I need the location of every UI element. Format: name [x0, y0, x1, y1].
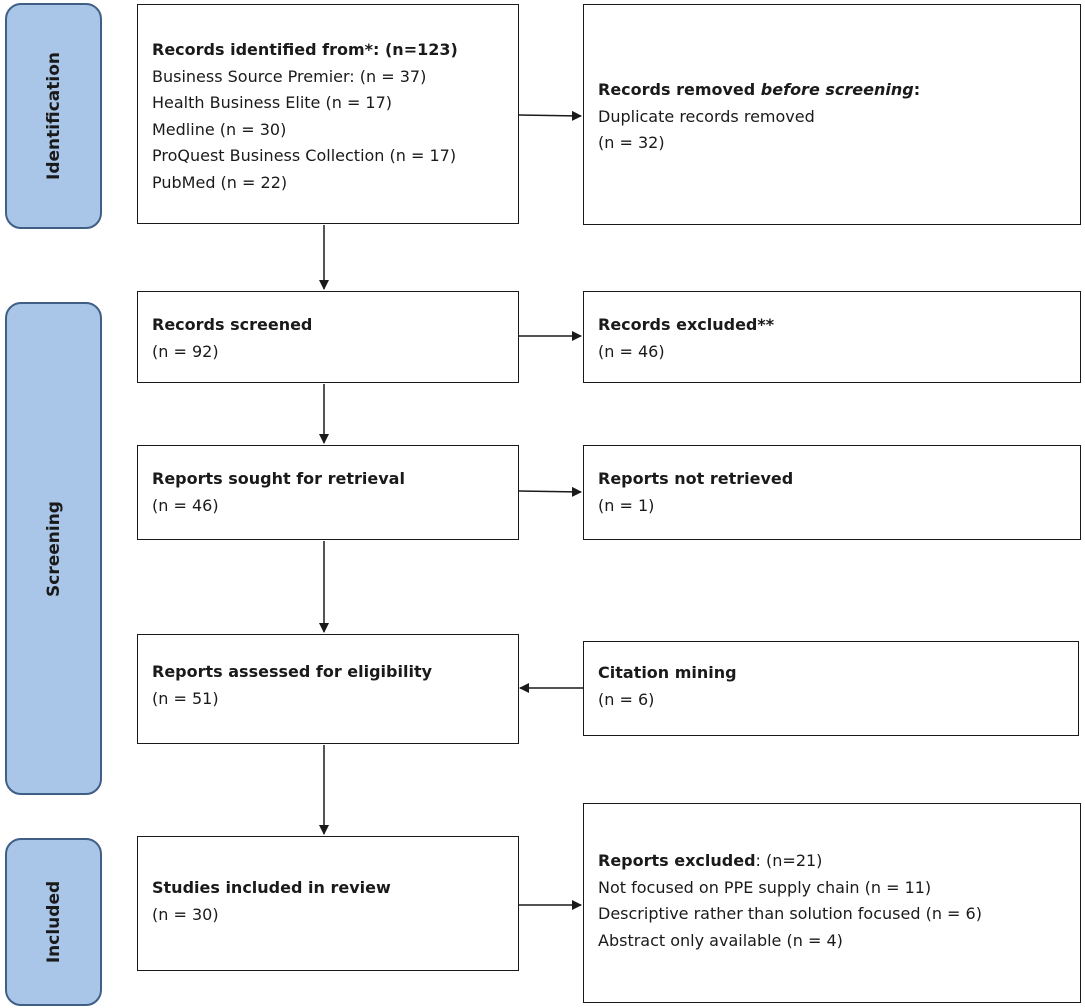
reports-assessed-count: (n = 51)	[152, 688, 219, 708]
source-item: PubMed (n = 22)	[152, 172, 288, 192]
phase-identification: Identification	[5, 3, 102, 229]
records-removed-count: (n = 32)	[598, 133, 665, 152]
records-excluded-title: Records excluded**	[598, 315, 775, 334]
records-screened-count: (n = 92)	[152, 341, 219, 361]
records-screened-box: Records screened (n = 92)	[137, 291, 519, 383]
source-item: Health Business Elite (n = 17)	[152, 93, 393, 112]
reports-sought-box: Reports sought for retrieval (n = 46)	[137, 445, 519, 540]
arrow-identified-to-removed	[518, 110, 582, 121]
source-item: ProQuest Business Collection (n = 17)	[152, 146, 457, 165]
reports-sought-title: Reports sought for retrieval	[152, 469, 405, 488]
citation-mining-title: Citation mining	[598, 663, 737, 682]
reports-excluded-title: Reports excluded: (n=21)	[598, 851, 823, 870]
reports-not-retrieved-box: Reports not retrieved (n = 1)	[583, 445, 1081, 540]
records-excluded-box: Records excluded** (n = 46)	[583, 291, 1081, 383]
records-identified-box: Records identified from*: (n=123) Busine…	[137, 4, 519, 224]
reports-assessed-title: Reports assessed for eligibility	[152, 662, 433, 681]
reports-excluded-box: Reports excluded: (n=21) Not focused on …	[583, 803, 1081, 1003]
records-removed-title: Records removed before screening:	[598, 80, 921, 99]
studies-included-title: Studies included in review	[152, 878, 391, 897]
records-removed-line: Duplicate records removed	[598, 106, 815, 126]
source-item: Business Source Premier: (n = 37)	[152, 66, 427, 86]
exclusion-reason: Abstract only available (n = 4)	[598, 930, 843, 950]
phase-included: Included	[5, 838, 102, 1006]
phase-screening: Screening	[5, 302, 102, 795]
records-excluded-count: (n = 46)	[598, 341, 665, 361]
source-item: Medline (n = 30)	[152, 119, 287, 139]
records-screened-title: Records screened	[152, 315, 313, 334]
records-identified-title: Records identified from*: (n=123)	[152, 40, 458, 59]
citation-mining-count: (n = 6)	[598, 689, 655, 709]
studies-included-count: (n = 30)	[152, 904, 219, 924]
studies-included-box: Studies included in review (n = 30)	[137, 836, 519, 971]
reports-sought-count: (n = 46)	[152, 495, 219, 515]
citation-mining-box: Citation mining (n = 6)	[583, 641, 1079, 736]
exclusion-reason: Not focused on PPE supply chain (n = 11)	[598, 877, 932, 897]
records-removed-box: Records removed before screening: Duplic…	[583, 4, 1081, 225]
reports-not-retrieved-count: (n = 1)	[598, 495, 655, 515]
arrow-sought-to-not-retrieved	[518, 486, 582, 497]
reports-not-retrieved-title: Reports not retrieved	[598, 469, 794, 488]
reports-assessed-box: Reports assessed for eligibility (n = 51…	[137, 634, 519, 744]
exclusion-reason: Descriptive rather than solution focused…	[598, 904, 982, 923]
